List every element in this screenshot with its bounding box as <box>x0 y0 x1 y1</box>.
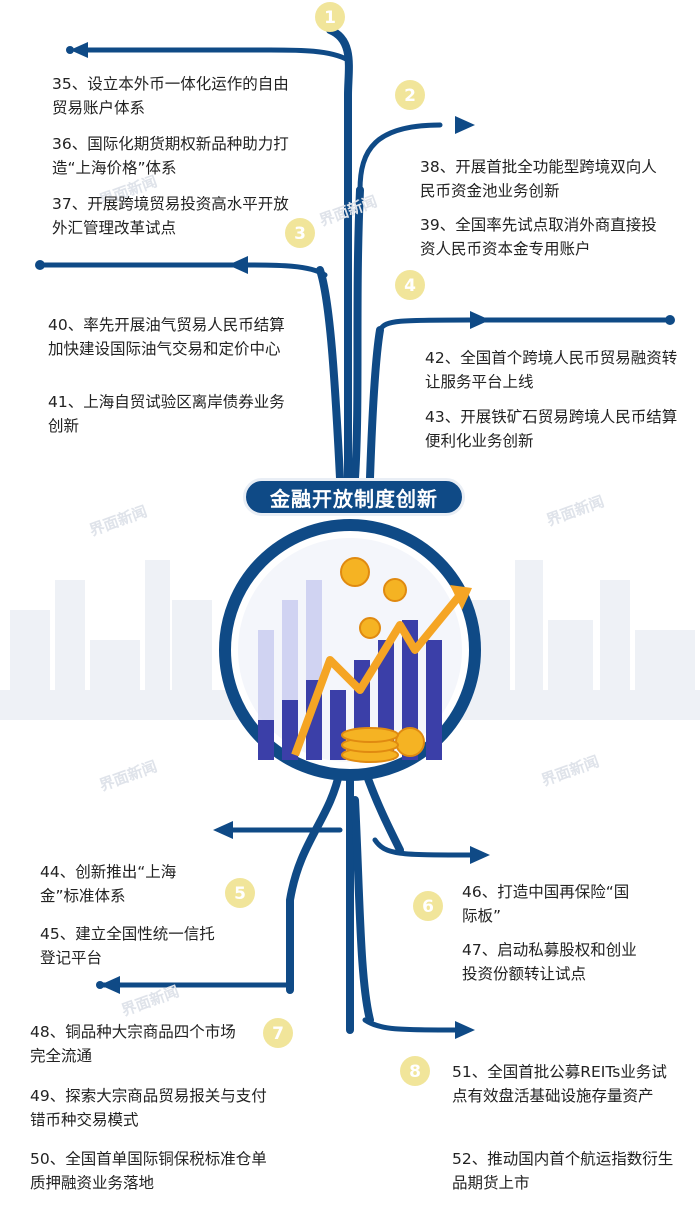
item-49: 49、探索大宗商品贸易报关与支付错币种交易模式 <box>30 1087 267 1129</box>
badges: 1 2 3 4 5 6 7 8 <box>225 2 443 1086</box>
svg-text:7: 7 <box>272 1024 284 1044</box>
badge-4: 4 <box>395 270 425 300</box>
city-skyline <box>0 560 700 720</box>
badge-7: 7 <box>263 1018 293 1048</box>
badge-2: 2 <box>395 80 425 110</box>
arrow-heads <box>35 42 675 1039</box>
item-35: 35、设立本外币一体化运作的自由贸易账户体系 <box>52 75 289 117</box>
central-title: 金融开放制度创新 <box>243 478 465 516</box>
svg-text:1: 1 <box>324 8 336 28</box>
badge-1: 1 <box>315 2 345 32</box>
item-39: 39、全国率先试点取消外商直接投资人民币资本金专用账户 <box>420 216 657 258</box>
svg-text:4: 4 <box>404 276 416 296</box>
item-41: 41、上海自贸试验区离岸债券业务创新 <box>48 393 285 435</box>
svg-text:6: 6 <box>422 897 434 917</box>
item-43: 43、开展铁矿石贸易跨境人民币结算便利化业务创新 <box>425 408 678 450</box>
svg-text:8: 8 <box>409 1062 421 1082</box>
svg-text:5: 5 <box>234 884 246 904</box>
svg-text:3: 3 <box>294 224 306 244</box>
item-44: 44、创新推出“上海金”标准体系 <box>40 863 177 905</box>
item-42: 42、全国首个跨境人民币贸易融资转让服务平台上线 <box>425 349 678 391</box>
item-45: 45、建立全国性统一信托登记平台 <box>40 925 215 967</box>
central-illustration <box>219 519 481 781</box>
item-47: 47、启动私募股权和创业投资份额转让试点 <box>462 941 637 983</box>
badge-3: 3 <box>285 218 315 248</box>
item-48: 48、铜品种大宗商品四个市场完全流通 <box>30 1023 236 1065</box>
badge-8: 8 <box>400 1056 430 1086</box>
item-51: 51、全国首批公募REITs业务试点有效盘活基础设施存量资产 <box>452 1063 667 1105</box>
item-37: 37、开展跨境贸易投资高水平开放外汇管理改革试点 <box>52 195 289 237</box>
item-40: 40、率先开展油气贸易人民币结算 加快建设国际油气交易和定价中心 <box>48 316 285 358</box>
item-38: 38、开展首批全功能型跨境双向人民币资金池业务创新 <box>420 158 657 200</box>
item-36: 36、国际化期货期权新品种助力打造“上海价格”体系 <box>52 135 289 177</box>
item-50: 50、全国首单国际铜保税标准仓单质押融资业务落地 <box>30 1150 267 1192</box>
svg-text:2: 2 <box>404 86 416 106</box>
item-46: 46、打造中国再保险“国际板” <box>462 883 630 925</box>
badge-5: 5 <box>225 878 255 908</box>
item-52: 52、推动国内首个航运指数衍生品期货上市 <box>452 1150 674 1192</box>
badge-6: 6 <box>413 891 443 921</box>
branch-lines <box>37 47 673 1033</box>
